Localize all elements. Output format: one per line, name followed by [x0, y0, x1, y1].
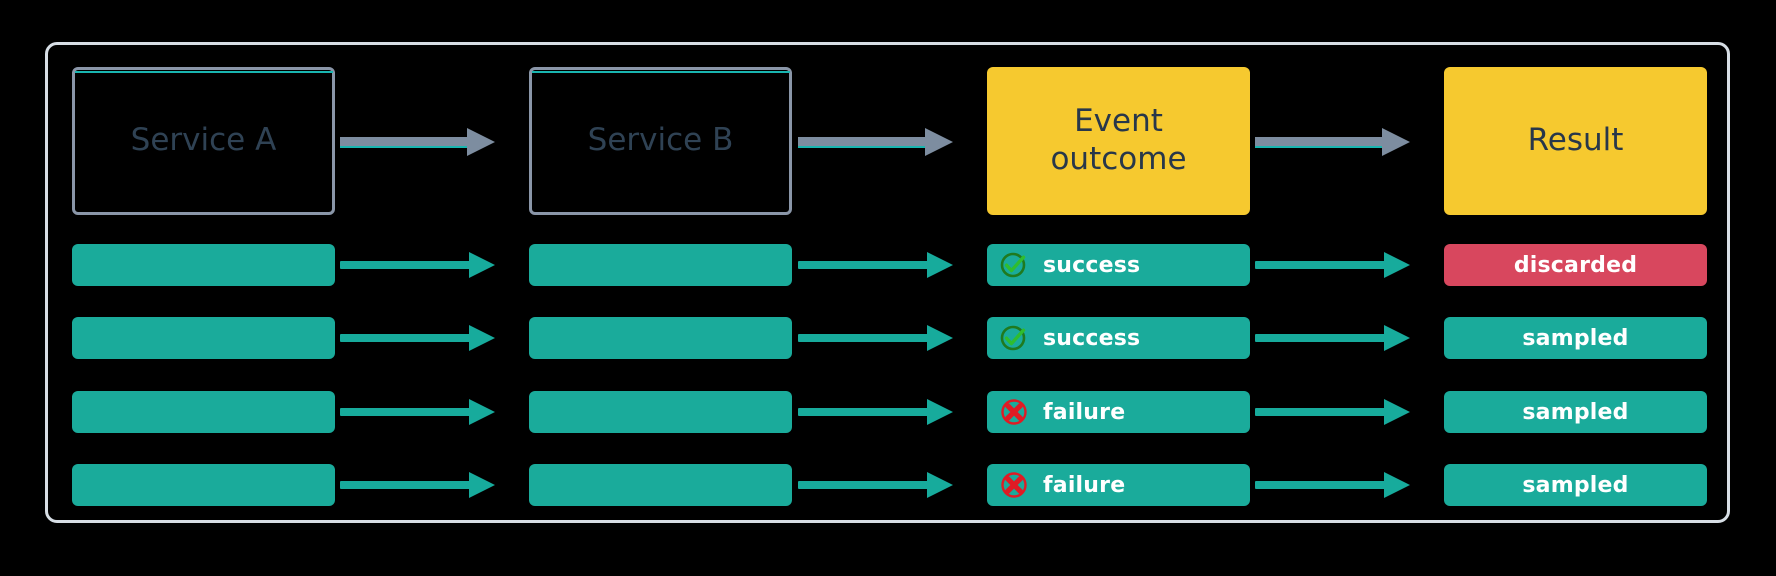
row-arrow-2 [798, 472, 953, 498]
row-result-chip: discarded [1444, 244, 1707, 286]
arrow-head [1382, 128, 1410, 156]
success-check-icon [999, 323, 1029, 353]
success-check-icon [999, 250, 1029, 280]
arrow-head [1384, 399, 1410, 425]
header-arrow-b-to-outcome [798, 128, 953, 156]
failure-x-icon [999, 397, 1029, 427]
arrow-shaft [1255, 334, 1385, 342]
row-outcome-chip: failure [987, 391, 1250, 433]
arrow-shaft [798, 408, 928, 416]
row-result-label: sampled [1522, 325, 1629, 351]
header-label-service-a: Service A [130, 122, 277, 159]
diagram-row: failure sampled [0, 464, 1776, 506]
row-result-label: discarded [1513, 252, 1638, 278]
row-bar-service-b [529, 244, 792, 286]
arrow-shaft [1255, 408, 1385, 416]
arrow-head [927, 325, 953, 351]
row-arrow-1 [340, 252, 495, 278]
row-outcome-chip: failure [987, 464, 1250, 506]
row-bar-service-b [529, 464, 792, 506]
failure-x-icon [999, 470, 1029, 500]
header-box-service-b: Service B [529, 67, 792, 215]
row-bar-service-a [72, 391, 335, 433]
diagram-panel [45, 42, 1730, 523]
diagram-row: success sampled [0, 317, 1776, 359]
row-bar-service-b [529, 391, 792, 433]
arrow-shaft [1255, 261, 1385, 269]
header-label-service-b: Service B [587, 122, 734, 159]
arrow-shaft [798, 334, 928, 342]
arrow-shaft [340, 137, 468, 147]
arrow-head [469, 325, 495, 351]
header-box-service-a: Service A [72, 67, 335, 215]
arrow-head [469, 399, 495, 425]
row-outcome-chip: success [987, 317, 1250, 359]
row-result-chip: sampled [1444, 317, 1707, 359]
arrow-head [467, 128, 495, 156]
header-box-result: Result [1444, 67, 1707, 215]
arrow-shaft [798, 481, 928, 489]
row-outcome-label: failure [1043, 472, 1126, 498]
arrow-accent-line [798, 146, 936, 148]
header-arrow-a-to-b [340, 128, 495, 156]
row-result-chip: sampled [1444, 464, 1707, 506]
row-bar-service-a [72, 464, 335, 506]
arrow-head [927, 472, 953, 498]
row-arrow-1 [340, 325, 495, 351]
arrow-shaft [1255, 481, 1385, 489]
row-arrow-2 [798, 252, 953, 278]
row-arrow-1 [340, 399, 495, 425]
row-bar-service-b [529, 317, 792, 359]
row-arrow-3 [1255, 252, 1410, 278]
row-outcome-label: failure [1043, 399, 1126, 425]
row-arrow-1 [340, 472, 495, 498]
arrow-head [925, 128, 953, 156]
row-result-chip: sampled [1444, 391, 1707, 433]
row-arrow-3 [1255, 472, 1410, 498]
header-label-event-outcome-line1: Event [1074, 103, 1163, 140]
arrow-accent-line [340, 146, 478, 148]
arrow-shaft [340, 408, 470, 416]
header-arrow-outcome-to-result [1255, 128, 1410, 156]
diagram-row: success discarded [0, 244, 1776, 286]
arrow-shaft [340, 334, 470, 342]
row-arrow-2 [798, 325, 953, 351]
arrow-head [927, 399, 953, 425]
arrow-head [927, 252, 953, 278]
header-box-event-outcome: Event outcome [987, 67, 1250, 215]
row-bar-service-a [72, 244, 335, 286]
header-label-result: Result [1527, 122, 1624, 159]
header-label-event-outcome-line2: outcome [1050, 141, 1187, 177]
arrow-head [1384, 472, 1410, 498]
arrow-head [1384, 252, 1410, 278]
arrow-head [1384, 325, 1410, 351]
row-arrow-2 [798, 399, 953, 425]
arrow-head [469, 252, 495, 278]
row-arrow-3 [1255, 399, 1410, 425]
arrow-shaft [1255, 137, 1383, 147]
arrow-accent-line [1255, 146, 1393, 148]
row-outcome-label: success [1043, 252, 1141, 278]
row-outcome-chip: success [987, 244, 1250, 286]
row-result-label: sampled [1522, 472, 1629, 498]
diagram-row: failure sampled [0, 391, 1776, 433]
row-arrow-3 [1255, 325, 1410, 351]
arrow-head [469, 472, 495, 498]
row-bar-service-a [72, 317, 335, 359]
arrow-shaft [340, 261, 470, 269]
row-result-label: sampled [1522, 399, 1629, 425]
header-label-event-outcome: Event outcome [1050, 103, 1186, 179]
row-outcome-label: success [1043, 325, 1141, 351]
arrow-shaft [340, 481, 470, 489]
arrow-shaft [798, 261, 928, 269]
arrow-shaft [798, 137, 926, 147]
